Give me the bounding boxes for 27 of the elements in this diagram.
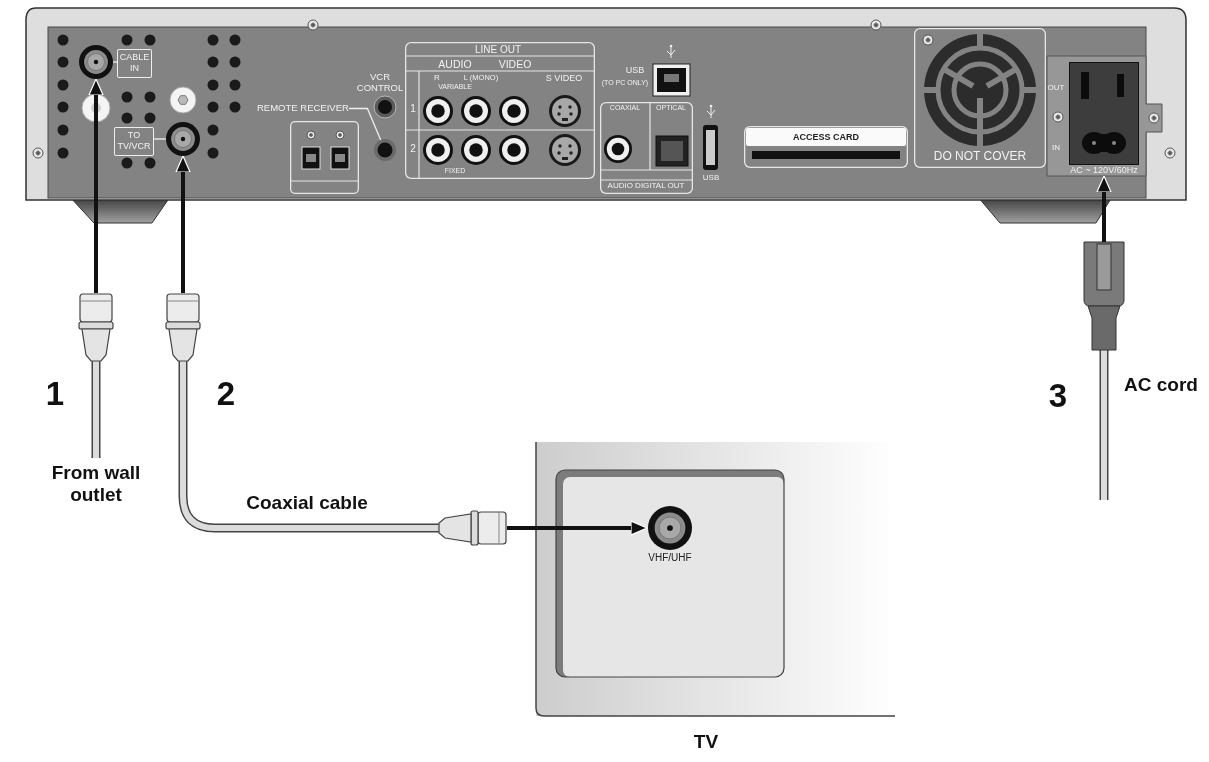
- section-heading: VIDEO: [498, 58, 532, 71]
- device-label: TV: [693, 731, 719, 753]
- callout-number: 1: [45, 375, 65, 413]
- jack-label: R: [434, 73, 440, 83]
- jack-label: VHF/UHF: [648, 552, 692, 564]
- section-heading: AUDIO DIGITAL OUT: [607, 181, 685, 191]
- warning-label: DO NOT COVER: [933, 150, 1027, 164]
- cable-caption: AC cord: [1124, 374, 1198, 396]
- section-heading: LINE OUT: [474, 44, 522, 56]
- port-label: USB: [702, 173, 720, 183]
- jack-label: S VIDEO: [545, 73, 583, 84]
- arrow: [507, 520, 648, 536]
- section-heading: AUDIO: [438, 58, 472, 71]
- callout-number: 2: [216, 375, 236, 413]
- cable-caption: Coaxial cable: [246, 492, 368, 514]
- callout-number: 3: [1048, 377, 1068, 415]
- arrow: [175, 155, 191, 293]
- coaxial-jack: [79, 45, 113, 79]
- fan-guard-frame: [914, 28, 1046, 168]
- arrow: [1096, 175, 1112, 242]
- port-label: IN: [1052, 143, 1060, 153]
- leader-line: [112, 61, 118, 63]
- port-label: OUT: [1047, 83, 1065, 93]
- rating-label: AC ~ 120V/60Hz: [1070, 165, 1138, 176]
- port-label: USB: [625, 65, 645, 76]
- cable-caption: From wall outlet: [51, 462, 141, 506]
- jack-label: CABLE IN: [117, 49, 152, 78]
